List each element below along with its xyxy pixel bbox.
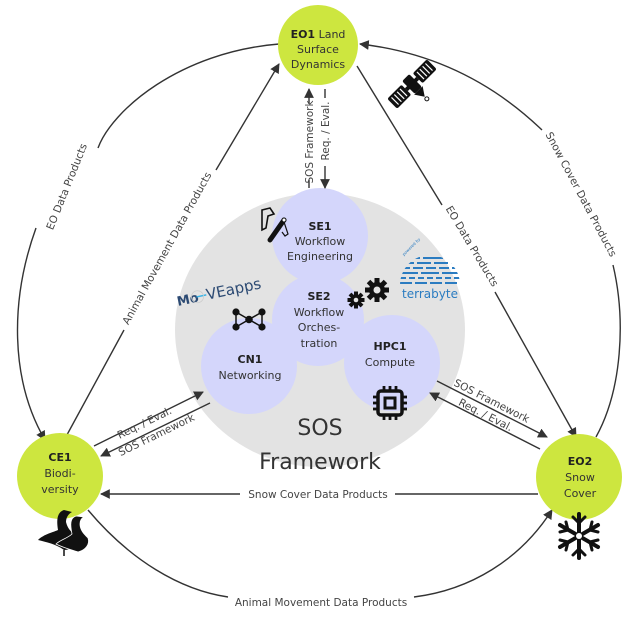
- cn1-code: CN1: [238, 353, 263, 366]
- satellite-icon: [388, 60, 436, 108]
- se2-line-1: Workflow: [294, 306, 345, 319]
- moveapps-logo-prefix: Mo: [176, 291, 201, 310]
- eo1-title: EO1 Land: [291, 28, 346, 41]
- hpc1-code: HPC1: [374, 340, 407, 353]
- moveapps-logo-track: [196, 294, 207, 298]
- edge-label-eo-data-left: EO Data Products: [44, 142, 90, 232]
- edge-label-animal-movement-bottom: Animal Movement Data Products: [235, 597, 407, 609]
- edge-eo2-to-eo1-upper: [359, 40, 543, 131]
- service-bubble-se1[interactable]: [272, 188, 368, 284]
- sos-framework-title-2: Framework: [259, 450, 381, 475]
- eo2-line-2: Cover: [564, 487, 597, 500]
- eo1-line-1: Surface: [297, 43, 339, 56]
- ce1-line-1: Biodi-: [44, 467, 75, 480]
- network-nodes-icon: [232, 308, 266, 331]
- swiss-army-knife-icon: [261, 207, 289, 243]
- edge-hpc1-to-eo2: [436, 380, 548, 438]
- terrabyte-globe-icon: [400, 257, 460, 284]
- edge-label-bg: [302, 104, 316, 180]
- geese-icon: [38, 510, 89, 556]
- eo1-code: EO1: [291, 28, 316, 41]
- edge-cn1-to-ce1: [100, 402, 211, 457]
- edge-label-snow-cover-bottom: Snow Cover Data Products: [248, 489, 388, 501]
- edge-label-snow-cover-right: Snow Cover Data Products: [543, 130, 619, 259]
- se1-line-2: Engineering: [287, 250, 353, 263]
- se1-line-1: Workflow: [295, 235, 346, 248]
- se2-line-2: Orches-: [298, 321, 340, 334]
- edge-label-eo1-req-eval: Req. / Eval.: [320, 101, 332, 160]
- snowflake-icon: [558, 512, 600, 560]
- eo2-code: EO2: [568, 455, 593, 468]
- se1-code: SE1: [308, 220, 331, 233]
- eo1-line-2: Dynamics: [291, 58, 346, 71]
- eo1-name-word: Land: [319, 28, 346, 41]
- edge-ce1-to-eo1-upper: [215, 63, 280, 171]
- se2-line-3: tration: [301, 337, 338, 350]
- edge-ce1-to-eo2-right: [413, 509, 553, 598]
- gears-icon: [347, 278, 389, 309]
- ce1-code: CE1: [48, 451, 71, 464]
- edge-ce1-to-eo1-lower: [61, 329, 125, 445]
- ce1-line-2: versity: [41, 483, 79, 496]
- edge-ce1-to-cn1: [93, 391, 204, 447]
- edge-eo1-to-ce1: [97, 43, 280, 149]
- service-bubble-se2[interactable]: [272, 274, 364, 366]
- edge-label-eo1-sos-framework: SOS Framework: [304, 100, 316, 184]
- edge-eo1-to-ce1-lower: [16, 227, 46, 441]
- sos-framework-title-1: SOS: [297, 416, 342, 441]
- edge-ce1-to-eo2-left: [87, 509, 229, 598]
- edge-eo2-to-eo1-lower: [595, 264, 621, 438]
- cpu-chip-icon: [373, 386, 407, 420]
- moveapps-logo-radar: [191, 290, 204, 304]
- service-bubble-hpc1[interactable]: [344, 315, 440, 411]
- hpc1-line-1: Compute: [365, 356, 415, 369]
- partner-node-eo2[interactable]: EO2 Snow Cover: [536, 434, 622, 520]
- se2-code: SE2: [307, 290, 330, 303]
- eo2-line-1: Snow: [565, 471, 595, 484]
- partner-node-eo1[interactable]: EO1 Land Surface Dynamics: [278, 5, 358, 85]
- edge-label-bg: [318, 98, 332, 166]
- edge-eo1-to-eo2-upper: [356, 65, 443, 206]
- partner-node-ce1[interactable]: CE1 Biodi- versity: [17, 433, 103, 519]
- edge-eo2-to-hpc1: [429, 392, 541, 450]
- service-bubble-cn1[interactable]: [201, 318, 297, 414]
- cn1-line-1: Networking: [219, 369, 282, 382]
- edge-eo1-to-eo2-lower: [494, 291, 577, 438]
- terrabyte-logo-text: terrabyte: [402, 287, 458, 301]
